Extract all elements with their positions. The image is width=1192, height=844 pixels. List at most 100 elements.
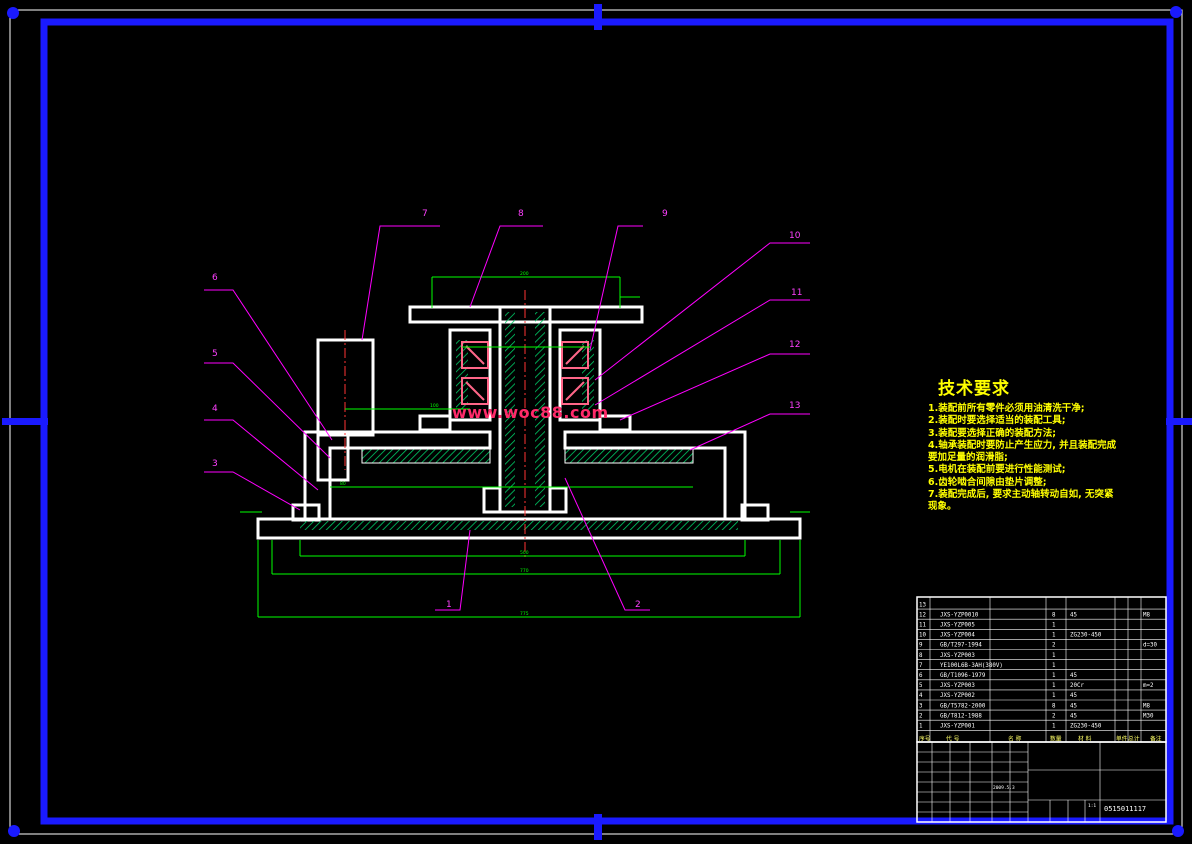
drawing-number: 0515011117 [1104, 805, 1146, 813]
centerlines [344, 290, 526, 560]
svg-text:80: 80 [340, 481, 346, 487]
watermark: www.woc88.com [452, 403, 609, 422]
parts-list-cell-no: 5 [919, 683, 923, 689]
parts-list-header: 总计 [1128, 734, 1140, 742]
parts-list-cell-material: ZG230-450 [1070, 724, 1102, 730]
parts-list-cell-material: ZG230-450 [1070, 633, 1102, 639]
parts-list-cell-note: M8 [1143, 703, 1150, 709]
tech-requirement-line: 2.装配时要选择适当的装配工具; [928, 415, 1066, 427]
tech-requirement-line: 现象。 [928, 501, 957, 513]
leader-lines [204, 225, 810, 611]
parts-list-cell-code: GB/T5782-2000 [940, 703, 986, 709]
tech-requirement-line: 4.轴承装配时要防止产生应力, 并且装配完成 [928, 439, 1117, 451]
parts-list-cell-code: JXS-YZP003 [940, 683, 975, 689]
parts-list-cell-qty: 1 [1052, 623, 1056, 629]
parts-list-header: 备注 [1150, 734, 1162, 742]
parts-list-cell-no: 4 [919, 693, 923, 699]
parts-list-cell-code: YE100L6B-3AH(380V) [940, 663, 1003, 669]
parts-list-cell-qty: 1 [1052, 653, 1056, 659]
parts-list-cell-code: JXS-YZP001 [940, 724, 975, 730]
svg-text:100: 100 [430, 403, 439, 409]
parts-list-cell-material: 45 [1070, 673, 1077, 679]
parts-list-cell-qty: 1 [1052, 633, 1056, 639]
parts-list-cell-qty: 1 [1052, 693, 1056, 699]
tech-requirements-title: 技术要求 [938, 379, 1010, 399]
parts-list-header: 序号 [919, 734, 931, 742]
part-label-3: 3 [212, 459, 218, 469]
parts-list-cell-material: 45 [1070, 703, 1077, 709]
parts-list-cell-no: 11 [919, 623, 926, 629]
parts-list-cell-code: JXS-YZP005 [940, 623, 975, 629]
parts-list-cell-code: GB/T297-1994 [940, 643, 982, 649]
parts-list-cell-code: JXS-YZP004 [940, 633, 975, 639]
part-label-2: 2 [635, 600, 641, 610]
parts-list-cell-no: 2 [919, 713, 923, 719]
base-plate [256, 517, 802, 540]
parts-list-cell-material: 45 [1070, 612, 1077, 618]
parts-list-cell-qty: 2 [1052, 643, 1056, 649]
parts-list-cell-note: M30 [1143, 713, 1154, 719]
parts-list-cell-code: JXS-YZP003 [940, 653, 975, 659]
parts-list-header: 数量 [1050, 734, 1062, 742]
parts-list-cell-no: 13 [919, 602, 926, 608]
part-label-13: 13 [789, 401, 800, 411]
technical-requirements: 技术要求 1.装配前所有零件必须用油清洗干净; 2.装配时要选择适当的装配工具;… [928, 374, 1178, 514]
part-label-6: 6 [212, 273, 218, 283]
parts-list-cell-no: 7 [919, 663, 923, 669]
parts-list-header: 代 号 [946, 734, 960, 742]
parts-list-cell-note: d=30 [1143, 643, 1157, 649]
parts-list-header: 名 称 [1008, 734, 1022, 742]
bearing-seat-right [558, 328, 602, 422]
tech-requirement-line: 1.装配前所有零件必须用油清洗干净; [928, 403, 1085, 414]
parts-list-cell-code: GB/T812-1988 [940, 713, 982, 719]
parts-list-header: 单件 [1116, 734, 1128, 742]
dimension-text: 200 100 80 500 770 775 [340, 271, 529, 617]
parts-list-cell-no: 6 [919, 673, 923, 679]
part-label-10: 10 [789, 231, 801, 241]
parts-list-cell-code: GB/T1096-1979 [940, 673, 986, 679]
part-label-4: 4 [212, 404, 218, 414]
part-label-numbers: 7 8 9 10 11 12 13 6 5 4 3 1 2 [212, 209, 802, 610]
centering-marks [2, 4, 1192, 840]
parts-list-cell-material: 20Cr [1070, 683, 1084, 689]
parts-list-header: 材 料 [1078, 734, 1092, 742]
parts-list-cell-material: 45 [1070, 713, 1077, 719]
svg-text:770: 770 [520, 568, 529, 574]
section-hatching [300, 312, 738, 530]
tech-requirement-line: 6.齿轮啮合间隙由垫片调整; [928, 476, 1047, 488]
parts-list-cell-qty: 1 [1052, 663, 1056, 669]
parts-list-cell-qty: 1 [1052, 683, 1056, 689]
parts-list-cell-no: 1 [919, 724, 923, 730]
bearings [461, 341, 589, 405]
parts-list-cell-no: 10 [919, 633, 926, 639]
housing-left [303, 430, 492, 519]
parts-list-cell-material: 45 [1070, 693, 1077, 699]
tech-requirement-line: 5.电机在装配前要进行性能测试; [928, 464, 1066, 476]
part-label-1: 1 [446, 600, 452, 610]
housing-right [563, 430, 747, 519]
parts-list-cell-qty: 8 [1052, 612, 1056, 618]
assembly-section-view [256, 305, 802, 540]
parts-list-cell-qty: 8 [1052, 703, 1056, 709]
parts-list-cell-note: m=2 [1143, 683, 1153, 689]
part-label-5: 5 [212, 349, 218, 359]
svg-text:775: 775 [520, 611, 529, 617]
parts-list-cell-qty: 1 [1052, 724, 1056, 730]
tech-requirement-line: 要加足量的润滑脂; [928, 452, 1008, 464]
part-label-8: 8 [518, 209, 524, 219]
parts-list-cell-qty: 2 [1052, 713, 1056, 719]
tech-requirement-line: 7.装配完成后, 要求主动轴转动自如, 无突紧 [928, 489, 1114, 501]
parts-list-cell-qty: 1 [1052, 673, 1056, 679]
part-label-12: 12 [789, 340, 800, 350]
parts-list-cell-no: 9 [919, 643, 923, 649]
dimension-lines [240, 276, 810, 618]
parts-list-cell-no: 8 [919, 653, 923, 659]
parts-list-cell-note: M8 [1143, 612, 1150, 618]
drawing-scale: 1:1 [1088, 803, 1096, 809]
svg-text:200: 200 [520, 271, 529, 277]
bearing-seat-left [448, 328, 492, 422]
parts-list-cell-code: JXS-YZP002 [940, 693, 975, 699]
part-label-9: 9 [662, 209, 668, 219]
